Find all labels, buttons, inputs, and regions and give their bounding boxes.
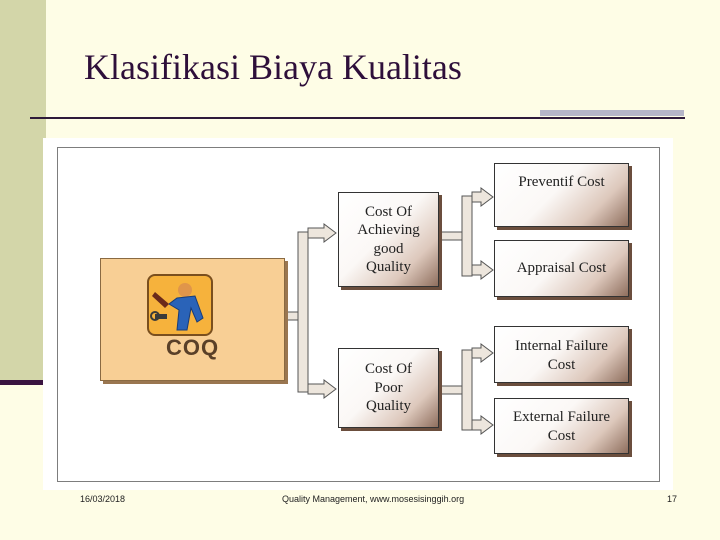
root-bracket-spine (297, 231, 309, 393)
arrow-to-branch-2 (307, 379, 337, 399)
leaf-4-line-2: Cost (547, 427, 576, 444)
branch-1-stub (439, 231, 463, 241)
branch-2-line-2: Poor (374, 379, 403, 396)
leaf-4-line-1: External Failure (512, 409, 611, 425)
arrow-to-leaf-2 (471, 260, 494, 280)
leaf-box-appraisal: Appraisal Cost (494, 240, 629, 297)
branch-1-line-3: good (373, 240, 404, 257)
footer-page-number: 17 (667, 494, 678, 504)
leaf-2-line-1: Appraisal Cost (516, 260, 607, 277)
slide-title: Klasifikasi Biaya Kualitas (84, 47, 462, 87)
arrow-to-branch-1 (307, 223, 337, 243)
branch-1-line-1: Cost Of (364, 203, 413, 220)
branch-2-connector (439, 343, 494, 435)
branch-2-line-3: Quality (366, 398, 411, 415)
leaf-box-external-failure: External Failure Cost (494, 398, 629, 454)
footer-center-text: Quality Management, www.mosesisinggih.or… (282, 494, 465, 504)
branch-2-spine (461, 349, 473, 431)
branch-2-line-1: Cost Of (364, 361, 413, 378)
branch-box-poor: Cost Of Poor Quality (338, 348, 439, 428)
branch-1-line-2: Achieving (357, 222, 420, 238)
branch-1-line-4: Quality (365, 259, 411, 275)
title-rule-accent (540, 110, 684, 116)
worker-icon (147, 274, 213, 336)
branch-2-stub (439, 385, 463, 395)
leaf-3-line-1: Internal Failure (515, 338, 608, 354)
footer-date: 16/03/2018 (80, 494, 126, 504)
branch-box-achieving: Cost Of Achieving good Quality (338, 192, 439, 287)
left-accent-stripe (0, 380, 44, 385)
branch-1-spine (461, 195, 473, 277)
leaf-box-preventif: Preventif Cost (494, 163, 629, 227)
arrow-to-leaf-4 (471, 415, 494, 435)
root-connector (285, 223, 337, 399)
leaf-box-internal-failure: Internal Failure Cost (494, 326, 629, 383)
leaf-1-line-1: Preventif Cost (518, 174, 605, 190)
leaf-3-line-2: Cost (547, 356, 576, 373)
title-rule (30, 117, 685, 119)
left-accent-bar (0, 0, 46, 385)
root-stub (285, 311, 299, 321)
coq-root-label: COQ (166, 335, 220, 360)
branch-1-connector (439, 187, 494, 280)
arrow-to-leaf-1 (471, 187, 494, 207)
arrow-to-leaf-3 (471, 343, 494, 363)
